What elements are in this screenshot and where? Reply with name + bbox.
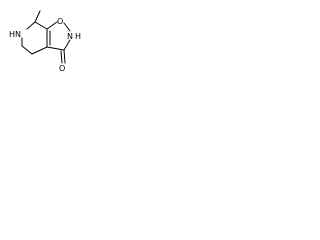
structure-canvas: HN O N H O <box>0 0 97 83</box>
bond-ch2-c3a <box>31 46 48 55</box>
chemical-structure: HN O N H O <box>9 10 81 73</box>
bond-c7-c7a <box>34 21 48 30</box>
atom-label-ring-n: N <box>67 32 73 41</box>
atom-label-n-hydrogen: H <box>75 32 81 41</box>
bond-o-n <box>63 22 71 32</box>
atom-label-hn: HN <box>9 30 21 39</box>
bond-c7-nh <box>26 21 36 30</box>
bond-set <box>21 10 71 64</box>
atom-label-carbonyl-o: O <box>59 64 65 73</box>
bond-ch2-ch2 <box>21 45 33 55</box>
atom-label-ring-o: O <box>57 17 63 26</box>
bond-methyl <box>34 10 41 23</box>
bond-carbonyl-double <box>60 50 63 64</box>
bond-n-c3 <box>63 39 71 51</box>
bond-carbonyl <box>63 49 66 64</box>
bond-c3-c3a <box>46 46 65 51</box>
bond-c7a-o <box>46 21 58 30</box>
